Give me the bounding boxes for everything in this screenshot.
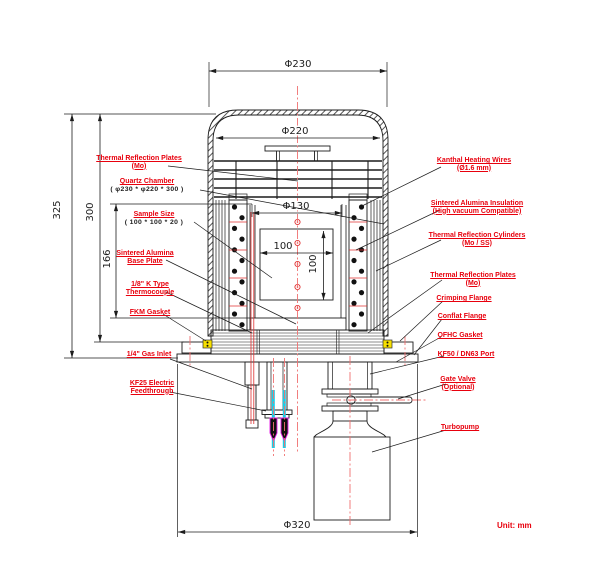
quartz-chamber-wall (207, 109, 389, 337)
dimension-texts: Φ230 Φ220 Φ130 100 100 325 300 166 Φ320 (51, 58, 321, 533)
centerlines (273, 86, 426, 527)
alumina-base-plate (249, 317, 347, 331)
thermal-reflection-plates-top (214, 145, 382, 199)
kanthal-heating-wires (231, 204, 365, 328)
dim-phi220: Φ220 (282, 126, 309, 137)
dim-325: 325 (52, 200, 63, 219)
leader-lines (162, 165, 447, 453)
extension-lines (64, 62, 418, 537)
dim-phi320: Φ320 (284, 520, 311, 531)
dimension-lines (69, 68, 418, 535)
dim-100-width: 100 (273, 241, 292, 252)
gas-inlet-tube (244, 361, 260, 429)
wire-red-ticks (229, 221, 367, 307)
dim-100-height: 100 (308, 254, 319, 273)
unit-note: Unit: mm (497, 521, 532, 530)
dim-166: 166 (102, 249, 113, 268)
thermal-reflection-cylinders (215, 200, 381, 331)
alumina-insulation (228, 193, 368, 332)
turbopump (313, 410, 391, 521)
sample-zone (259, 228, 334, 301)
fkm-gaskets (202, 339, 393, 349)
bolt-centerlines (189, 336, 406, 366)
inner-liner (249, 205, 347, 318)
kf25-feedthrough (261, 361, 293, 448)
dim-phi230: Φ230 (285, 59, 312, 70)
dim-phi130: Φ130 (283, 201, 310, 212)
dim-300: 300 (85, 202, 96, 221)
gate-valve (321, 395, 413, 412)
